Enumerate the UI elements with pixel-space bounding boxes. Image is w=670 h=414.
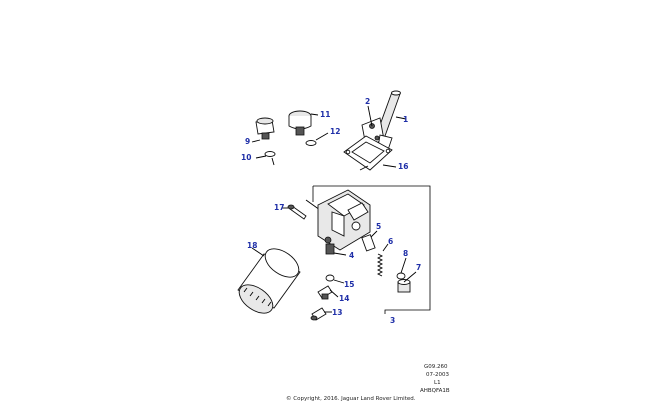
level-code: L1 bbox=[434, 380, 441, 386]
oil-pressure-sender bbox=[255, 117, 276, 166]
callout-14: 14 bbox=[339, 294, 349, 303]
callout-1: 1 bbox=[403, 115, 408, 124]
callout-2: 2 bbox=[365, 97, 370, 106]
callout-10: 10 bbox=[241, 153, 251, 162]
callout-8: 8 bbox=[403, 249, 408, 258]
oil-pressure-switch bbox=[288, 110, 317, 146]
callout-labels: 1 2 3 4 5 6 7 8 9 10 11 12 13 14 15 16 1… bbox=[241, 97, 421, 325]
callout-3: 3 bbox=[390, 316, 395, 325]
callout-16: 16 bbox=[398, 162, 408, 171]
callout-17: 17 bbox=[274, 203, 284, 212]
pickup-gasket bbox=[343, 135, 393, 171]
drain-washer bbox=[325, 274, 335, 282]
image-code: AHBQFA1B bbox=[420, 388, 450, 394]
callout-12: 12 bbox=[330, 127, 340, 136]
relief-valve-plug bbox=[397, 279, 411, 293]
oil-pump-body bbox=[317, 189, 371, 255]
sealing-washer bbox=[396, 272, 406, 280]
leader-lines bbox=[251, 105, 417, 313]
callout-18: 18 bbox=[247, 241, 257, 250]
callout-15: 15 bbox=[344, 280, 354, 289]
revision-date: 07-2003 bbox=[426, 372, 449, 378]
copyright-notice: © Copyright, 2016. Jaguar Land Rover Lim… bbox=[286, 396, 416, 402]
group-code: G09.260 bbox=[424, 364, 448, 370]
oil-filter bbox=[237, 248, 301, 314]
temperature-sensor bbox=[317, 285, 333, 300]
callout-4: 4 bbox=[349, 251, 354, 260]
bolt bbox=[287, 199, 321, 220]
drain-plug bbox=[310, 307, 327, 321]
callout-9: 9 bbox=[245, 137, 250, 146]
callout-6: 6 bbox=[388, 237, 393, 246]
callout-5: 5 bbox=[376, 222, 381, 231]
relief-valve-spring bbox=[376, 253, 384, 277]
callout-7: 7 bbox=[416, 263, 421, 272]
callout-13: 13 bbox=[332, 308, 342, 317]
callout-11: 11 bbox=[320, 110, 330, 119]
relief-valve-plunger bbox=[361, 234, 376, 252]
assembly-box bbox=[313, 185, 431, 314]
